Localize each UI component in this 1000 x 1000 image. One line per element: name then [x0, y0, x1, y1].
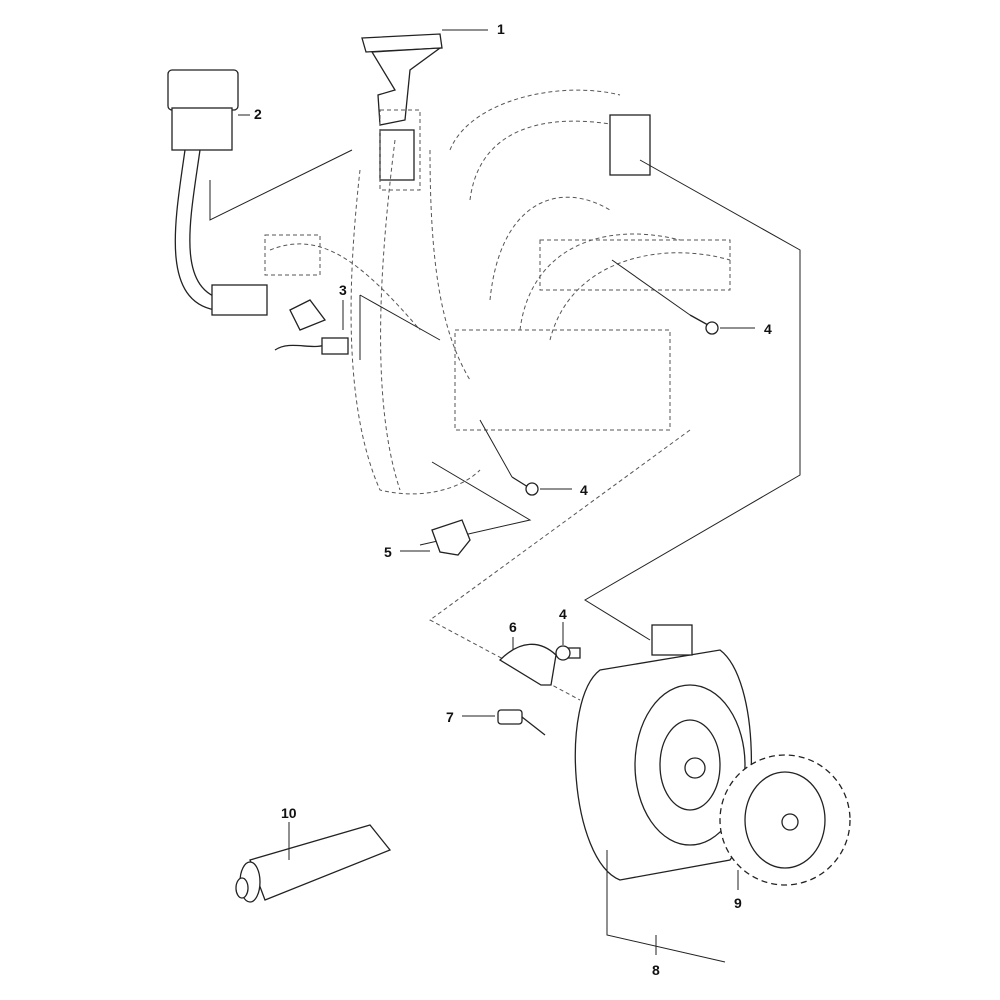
callout-1: 1 [497, 21, 505, 37]
wire-harness [264, 89, 801, 701]
callout-7: 7 [446, 709, 454, 725]
callout-9: 9 [734, 895, 742, 911]
callout-4: 4 [559, 606, 567, 622]
callout-4: 4 [580, 482, 588, 498]
part-7-screw [462, 709, 546, 736]
part-10-grease-tube [235, 822, 392, 903]
callout-5: 5 [384, 544, 392, 560]
part-2-switch [167, 69, 353, 316]
part-8-motor [574, 624, 752, 963]
part-1-bracket [361, 29, 488, 181]
part-4-screw-a [611, 259, 755, 335]
part-5-clip [400, 519, 471, 556]
callout-4: 4 [764, 321, 772, 337]
callout-6: 6 [509, 619, 517, 635]
callout-3: 3 [339, 282, 347, 298]
part-9-fan [719, 754, 851, 890]
callout-2: 2 [254, 106, 262, 122]
part-3-sensor [274, 294, 441, 360]
callout-10: 10 [281, 805, 297, 821]
part-4-screw-c [555, 622, 581, 661]
callout-8: 8 [652, 962, 660, 978]
part-6-clamp [498, 637, 557, 686]
